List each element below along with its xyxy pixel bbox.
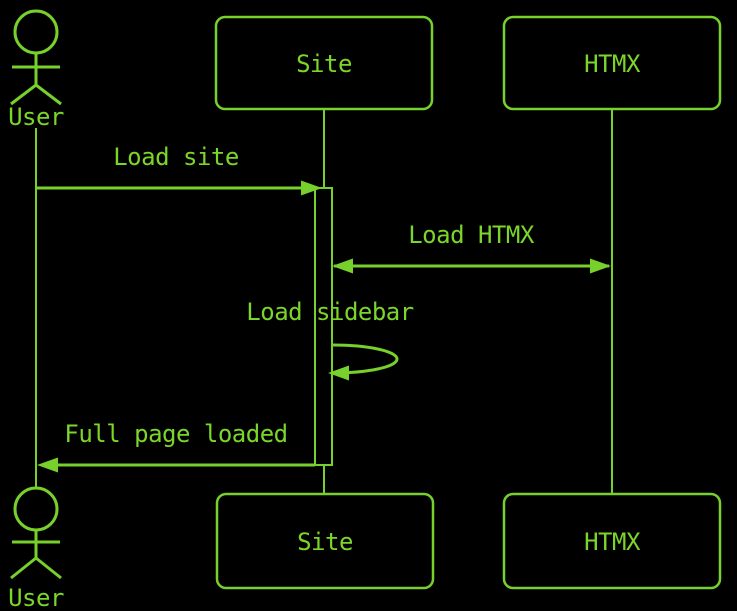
message-load-site: Load site (36, 143, 322, 196)
message-load-sidebar-loop (332, 343, 399, 375)
message-full-page-loaded: Full page loaded (37, 420, 315, 473)
message-full-page-loaded-arrowhead-icon (37, 457, 58, 473)
user-label-top: User (8, 103, 64, 131)
message-load-sidebar-arrowhead-icon (328, 365, 349, 381)
user-actor-head-icon (13, 9, 59, 55)
htmx-label-bottom: HTMX (584, 528, 641, 556)
site-participant-bottom: Site (215, 492, 435, 590)
site-box-bottom (215, 492, 435, 590)
message-load-htmx-arrowhead-left-icon (332, 258, 353, 274)
site-label-bottom: Site (297, 528, 353, 556)
site-participant-top: Site (214, 15, 434, 111)
message-load-htmx-arrowhead-right-icon (590, 258, 611, 274)
site-activation-bar (314, 187, 333, 466)
message-load-site-label: Load site (113, 143, 239, 171)
user-label-bottom: User (8, 584, 64, 611)
user-actor-bottom-head-icon (13, 486, 59, 532)
user-actor-bottom-leg-left (10, 556, 37, 580)
htmx-box-bottom (502, 492, 722, 590)
message-load-sidebar-label: Load sidebar (246, 298, 413, 326)
user-actor-leg-left (10, 83, 37, 106)
site-label-top: Site (296, 50, 352, 78)
user-actor-leg-right (35, 83, 62, 106)
htmx-participant-top: HTMX (502, 15, 722, 111)
message-load-htmx-label: Load HTMX (408, 221, 535, 249)
user-actor-top: User (8, 9, 64, 131)
message-load-site-arrowhead-icon (301, 180, 322, 196)
site-box-top (214, 15, 434, 111)
user-actor-bottom-leg-right (35, 556, 62, 580)
message-load-htmx: Load HTMX (332, 221, 611, 274)
message-load-sidebar: Load sidebar (246, 298, 414, 381)
htmx-label-top: HTMX (584, 50, 641, 78)
user-actor-bottom: User (8, 486, 64, 611)
htmx-participant-bottom: HTMX (502, 492, 722, 590)
htmx-box-top (502, 15, 722, 111)
message-full-page-loaded-label: Full page loaded (64, 420, 287, 448)
